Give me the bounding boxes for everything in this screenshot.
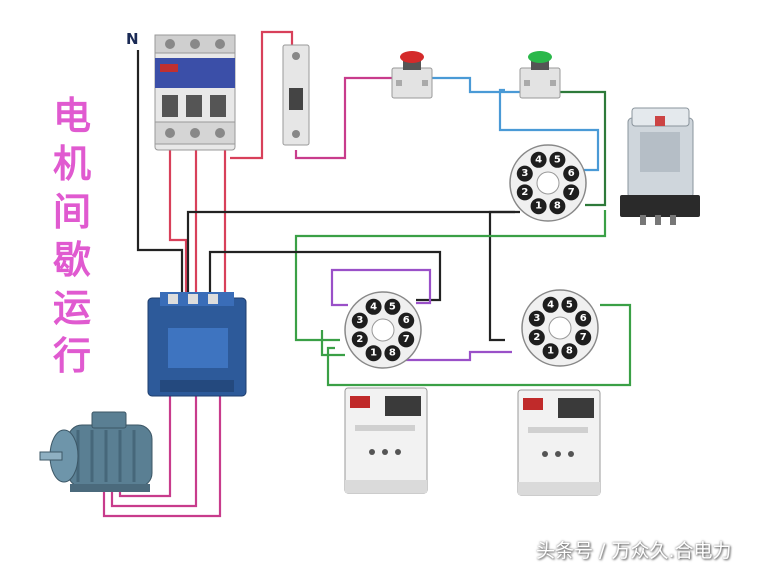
socket-pin (549, 198, 566, 215)
socket-hub (548, 316, 572, 340)
socket-pin-number: 6 (568, 168, 575, 179)
wire-contactor-left-timer (208, 250, 442, 302)
socket-pin-number: 5 (566, 299, 573, 310)
socket-pin (542, 296, 559, 313)
diagram-title: 电 机 间 歇 运 行 (40, 92, 104, 380)
socket-pin-number: 8 (389, 348, 396, 359)
socket-pin-number: 7 (568, 187, 575, 198)
wire-control-feed (230, 30, 294, 160)
socket-pin-number: 8 (554, 201, 561, 212)
socket-pin (398, 331, 415, 348)
relay-socket: 4 56 78 12 3 (509, 144, 587, 222)
socket-pin (384, 298, 401, 315)
socket-pin (528, 329, 545, 346)
wire-purple-left (330, 268, 432, 307)
socket-pin (549, 151, 566, 168)
wire-phase-1 (168, 150, 188, 300)
time-relay-left (344, 387, 428, 494)
three-pole-breaker (154, 34, 236, 151)
socket-pin (351, 312, 368, 329)
socket-pin-number: 6 (403, 315, 410, 326)
wire-green-bottom (326, 303, 632, 387)
socket-hub (536, 171, 560, 195)
socket-pin-number: 3 (356, 315, 363, 326)
socket-pin-number: 2 (356, 334, 363, 345)
start-button-green (519, 51, 561, 99)
socket-pin (528, 310, 545, 327)
title-char: 间 (52, 190, 91, 234)
socket-pin-number: 8 (566, 346, 573, 357)
socket-pin (561, 343, 578, 360)
socket-pin-number: 3 (521, 168, 528, 179)
socket-pin (563, 165, 580, 182)
wire-neutral (136, 50, 184, 300)
socket-pin (563, 184, 580, 201)
stop-button-red (391, 51, 433, 99)
socket-pin (384, 345, 401, 362)
socket-pin (530, 198, 547, 215)
wire-coil (186, 210, 515, 300)
socket-pin (542, 343, 559, 360)
socket-pin-number: 2 (533, 332, 540, 343)
socket-pin-number: 1 (370, 348, 377, 359)
wire-stop-start (432, 76, 520, 94)
socket-pin (561, 296, 578, 313)
neutral-label: N (126, 30, 139, 48)
socket-pin-number: 7 (403, 334, 410, 345)
socket-pin (398, 312, 415, 329)
socket-pin-number: 6 (580, 313, 587, 324)
timer-socket-right: 4 56 78 12 3 (521, 289, 599, 367)
socket-pin-number: 4 (535, 154, 542, 165)
title-char: 行 (52, 334, 91, 378)
title-char: 电 (52, 94, 91, 138)
socket-pin (575, 329, 592, 346)
watermark: 头条号 / 万众久.合电力 (536, 540, 732, 562)
time-relay-right (517, 389, 601, 496)
socket-pin-number: 5 (389, 301, 396, 312)
socket-pin-number: 2 (521, 187, 528, 198)
wire-green-left-short (320, 330, 345, 357)
wire-motor-2 (110, 395, 198, 508)
wire-motor-3 (102, 395, 222, 518)
socket-pin (516, 184, 533, 201)
socket-pin-number: 3 (533, 313, 540, 324)
socket-pin-number: 7 (580, 332, 587, 343)
wires (102, 30, 632, 518)
socket-pin-number: 4 (547, 299, 554, 310)
wire-purple-right (395, 350, 512, 362)
socket-pin (365, 345, 382, 362)
title-char: 机 (52, 142, 91, 186)
timer-socket-left: 4 56 78 12 3 (344, 291, 422, 369)
single-pole-breaker (282, 44, 310, 146)
socket-hub (371, 318, 395, 342)
wire-start-relay-hold (560, 90, 607, 207)
motor (39, 411, 153, 492)
socket-pin (575, 310, 592, 327)
title-char: 运 (52, 286, 91, 330)
socket-pin (516, 165, 533, 182)
intermediate-relay (620, 107, 700, 225)
wire-to-stop (294, 76, 392, 160)
wire-start-relay (498, 88, 600, 172)
socket-pin (365, 298, 382, 315)
socket-pin (351, 331, 368, 348)
socket-pin-number: 4 (370, 301, 377, 312)
wire-green-loop (294, 210, 607, 342)
socket-pin (530, 151, 547, 168)
socket-pin-number: 1 (547, 346, 554, 357)
socket-pin-number: 5 (554, 154, 561, 165)
socket-pin-number: 1 (535, 201, 542, 212)
title-char: 歇 (52, 238, 91, 282)
wire-relay-right-timer (488, 210, 520, 342)
contactor (147, 292, 247, 397)
